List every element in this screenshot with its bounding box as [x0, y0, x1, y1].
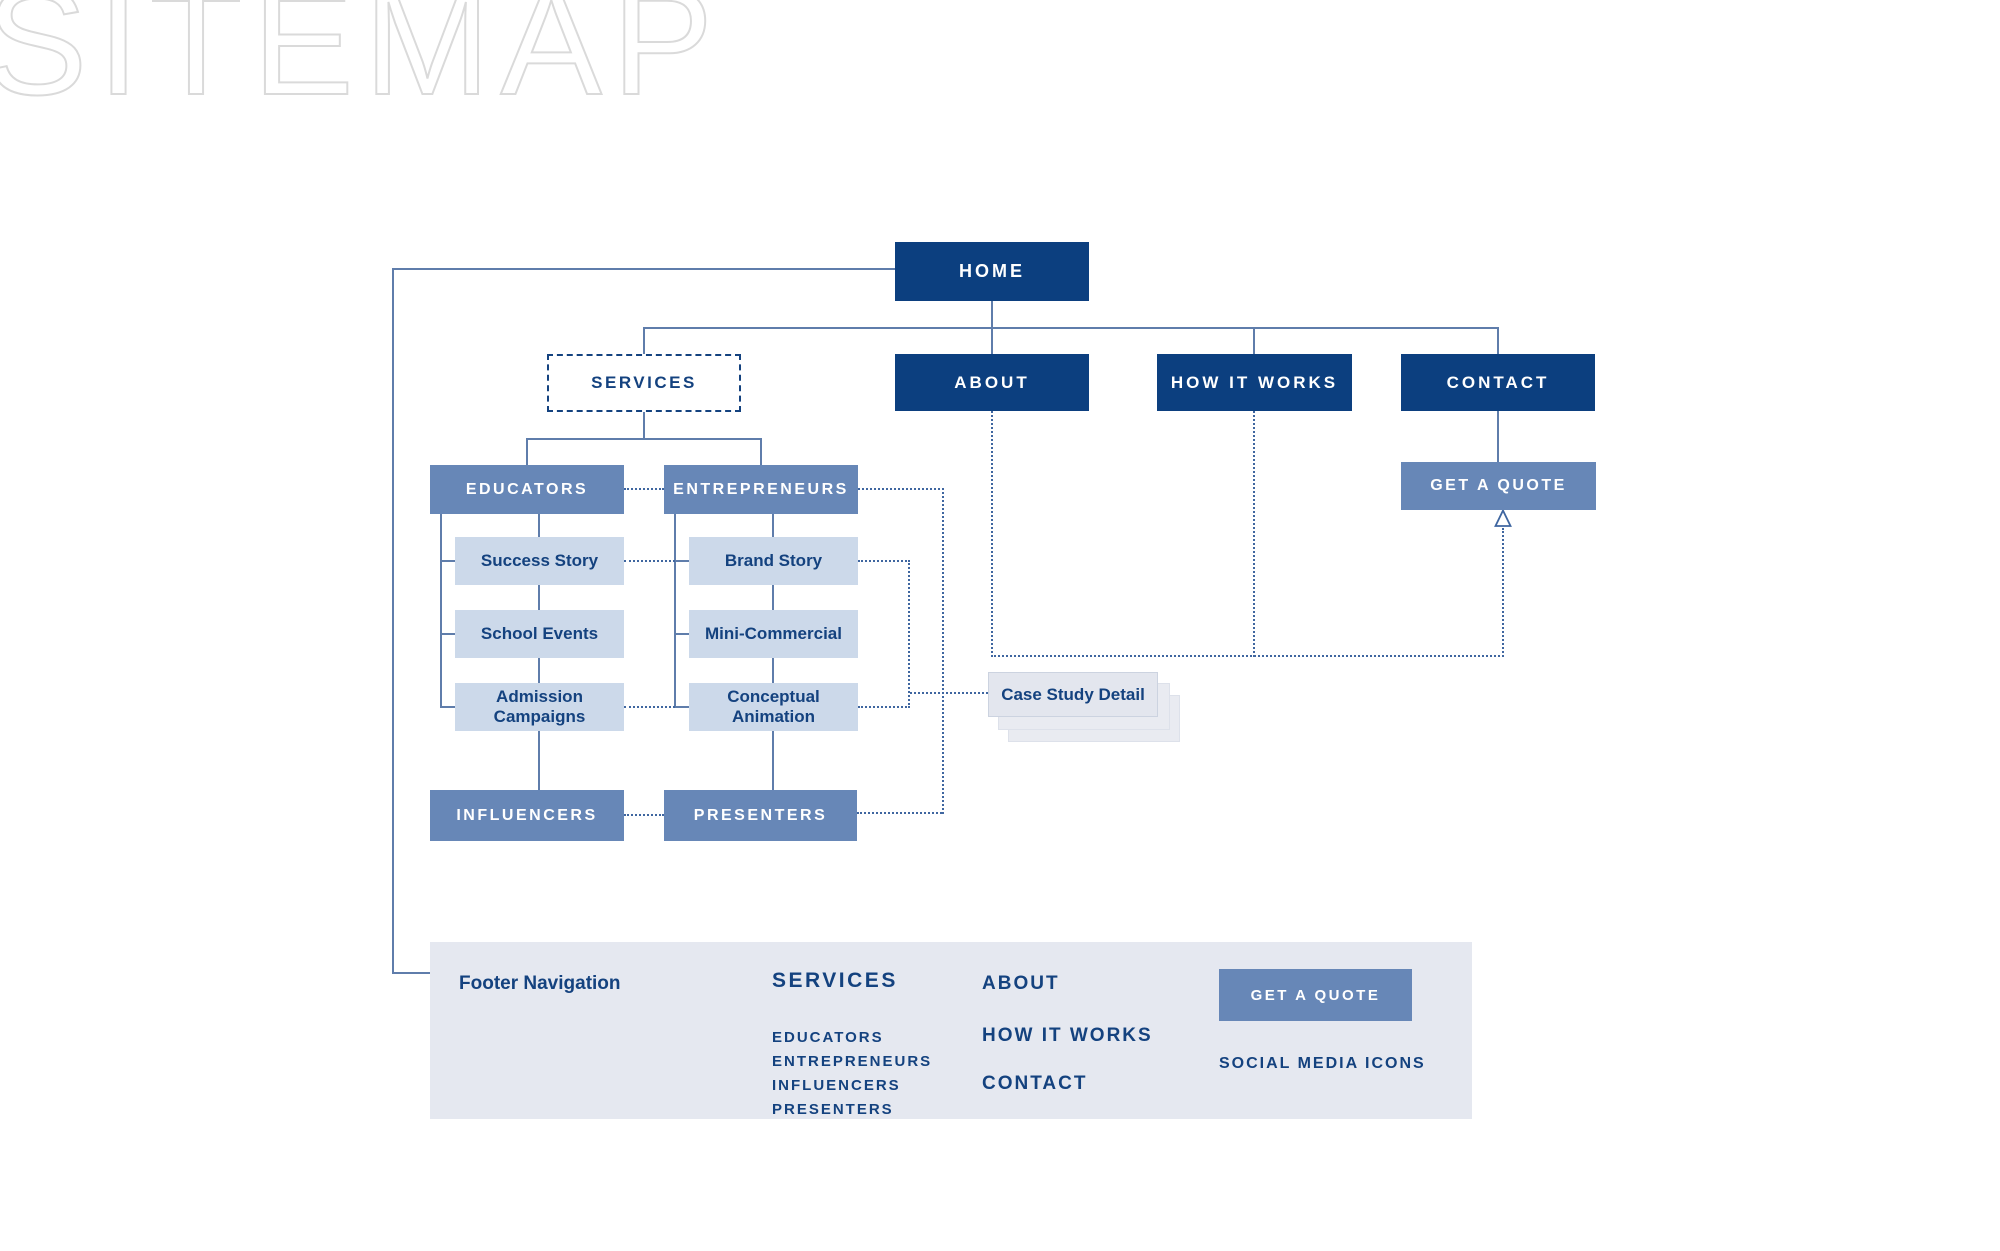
dotted-right-loop-vertical — [942, 488, 944, 814]
node-about[interactable]: ABOUT — [895, 354, 1089, 411]
connector-contact-to-quote — [1497, 411, 1499, 462]
connector-home-to-footer-horizontal — [392, 268, 895, 270]
connector-educators-drop — [526, 438, 528, 465]
dotted-casestudy-bracket — [908, 560, 910, 708]
footer-link-about[interactable]: ABOUT — [982, 973, 1060, 994]
connector-entrepreneurs-drop — [760, 438, 762, 465]
node-brand-story[interactable]: Brand Story — [689, 537, 858, 585]
dotted-successstory-brandstory — [624, 560, 675, 562]
footer-social-media-label: SOCIAL MEDIA ICONS — [1219, 1055, 1426, 1072]
footer-services-links: EDUCATORS ENTREPRENEURS INFLUENCERS PRES… — [772, 1026, 932, 1122]
page-title: SITEMAP — [0, 0, 724, 127]
node-mini-commercial[interactable]: Mini-Commercial — [689, 610, 858, 658]
node-conceptual-animation[interactable]: Conceptual Animation — [689, 683, 858, 731]
connector-level2-row — [643, 327, 1499, 329]
node-case-study-detail[interactable]: Case Study Detail — [988, 672, 1158, 717]
dotted-howitworks-down — [1253, 411, 1255, 657]
dotted-into-casestudy — [910, 692, 988, 694]
dotted-brandstory-right — [858, 560, 910, 562]
node-educators[interactable]: EDUCATORS — [430, 465, 624, 514]
connector-howitworks-stem — [1253, 327, 1255, 354]
connector-right-stub-3 — [674, 706, 689, 708]
dotted-conceptual-right — [858, 706, 910, 708]
footer-services-header[interactable]: SERVICES — [772, 969, 898, 992]
connector-services-stem — [643, 327, 645, 354]
footer-link-influencers[interactable]: INFLUENCERS — [772, 1077, 901, 1094]
node-presenters[interactable]: PRESENTERS — [664, 790, 857, 841]
connector-about-stem — [991, 327, 993, 354]
dotted-to-quote-vertical — [1502, 528, 1504, 657]
dotted-loop-to-presenters — [857, 812, 942, 814]
footer-heading: Footer Navigation — [459, 973, 621, 994]
node-contact[interactable]: CONTACT — [1401, 354, 1595, 411]
node-school-events[interactable]: School Events — [455, 610, 624, 658]
connector-right-stub-1 — [674, 560, 689, 562]
arrowhead-up-icon — [1494, 509, 1512, 527]
connector-contact-stem — [1497, 327, 1499, 354]
footer-link-entrepreneurs[interactable]: ENTREPRENEURS — [772, 1053, 933, 1070]
node-services[interactable]: SERVICES — [547, 354, 741, 412]
node-get-a-quote[interactable]: GET A QUOTE — [1401, 462, 1596, 510]
dotted-about-down — [991, 411, 993, 657]
connector-left-stub-1 — [440, 560, 455, 562]
connector-right-bracket — [674, 514, 676, 708]
connector-left-stub-2 — [440, 633, 455, 635]
connector-home-stem — [991, 301, 993, 328]
node-admission-campaigns[interactable]: Admission Campaigns — [455, 683, 624, 731]
footer-link-presenters[interactable]: PRESENTERS — [772, 1101, 894, 1118]
connector-services-down — [643, 412, 645, 440]
node-success-story[interactable]: Success Story — [455, 537, 624, 585]
connector-left-stub-3 — [440, 706, 455, 708]
connector-left-bracket — [440, 514, 442, 708]
dotted-entrepreneurs-right — [858, 488, 944, 490]
dotted-to-quote-horizontal — [991, 655, 1504, 657]
connector-services-split — [526, 438, 762, 440]
node-how-it-works[interactable]: HOW IT WORKS — [1157, 354, 1352, 411]
footer-link-educators[interactable]: EDUCATORS — [772, 1029, 884, 1046]
dotted-influencers-presenters — [624, 814, 664, 816]
footer-get-a-quote-button[interactable]: GET A QUOTE — [1219, 969, 1412, 1021]
connector-right-stub-2 — [674, 633, 689, 635]
connector-footer-stub — [392, 972, 432, 974]
node-entrepreneurs[interactable]: ENTREPRENEURS — [664, 465, 858, 514]
dotted-admission-conceptual — [624, 706, 675, 708]
footer-link-how-it-works[interactable]: HOW IT WORKS — [982, 1025, 1153, 1046]
footer-link-contact[interactable]: CONTACT — [982, 1073, 1088, 1094]
node-home[interactable]: HOME — [895, 242, 1089, 301]
connector-home-to-footer-vertical — [392, 268, 394, 974]
dotted-educators-entrepreneurs — [624, 488, 664, 490]
node-influencers[interactable]: INFLUENCERS — [430, 790, 624, 841]
